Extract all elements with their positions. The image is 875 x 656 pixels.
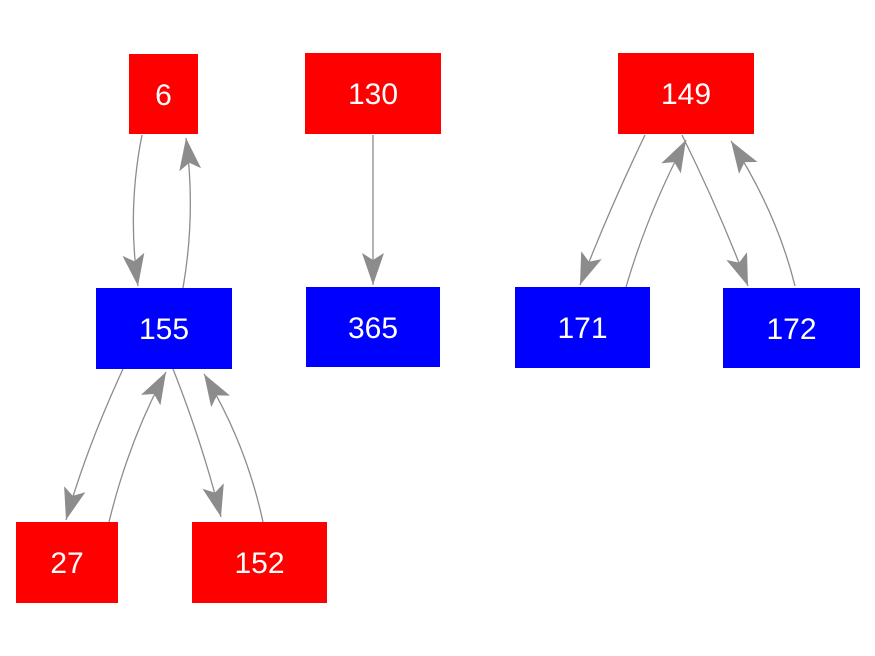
arrowhead-130-365 (362, 253, 384, 285)
node-label: 171 (557, 312, 608, 345)
node-6[interactable]: 6 (129, 54, 198, 134)
node-172[interactable]: 172 (723, 288, 860, 368)
node-365[interactable]: 365 (306, 287, 440, 367)
arrowhead-149-172 (726, 252, 748, 286)
node-171[interactable]: 171 (515, 287, 650, 368)
node-label: 130 (347, 78, 399, 111)
node-149[interactable]: 149 (618, 53, 754, 134)
node-label: 365 (347, 311, 399, 345)
arrowhead-27-155 (141, 372, 166, 406)
node-label: 155 (138, 313, 190, 346)
arrowhead-155-6 (179, 138, 202, 172)
node-155[interactable]: 155 (96, 288, 232, 369)
arrowhead-152-155 (204, 374, 230, 408)
arrowhead-171-149 (661, 140, 686, 174)
arrowhead-155-27 (64, 486, 86, 520)
node-label: 6 (155, 78, 172, 112)
node-label: 172 (766, 312, 817, 346)
node-label: 27 (50, 547, 84, 580)
arrowhead-172-149 (731, 141, 758, 174)
arrowhead-6-155 (122, 252, 145, 286)
arrowhead-155-152 (202, 483, 224, 517)
node-label: 152 (234, 547, 285, 580)
node-130[interactable]: 130 (305, 53, 441, 134)
arrowhead-149-171 (580, 251, 602, 285)
node-152[interactable]: 152 (192, 522, 327, 603)
node-27[interactable]: 27 (16, 522, 118, 603)
node-label: 149 (660, 78, 712, 111)
